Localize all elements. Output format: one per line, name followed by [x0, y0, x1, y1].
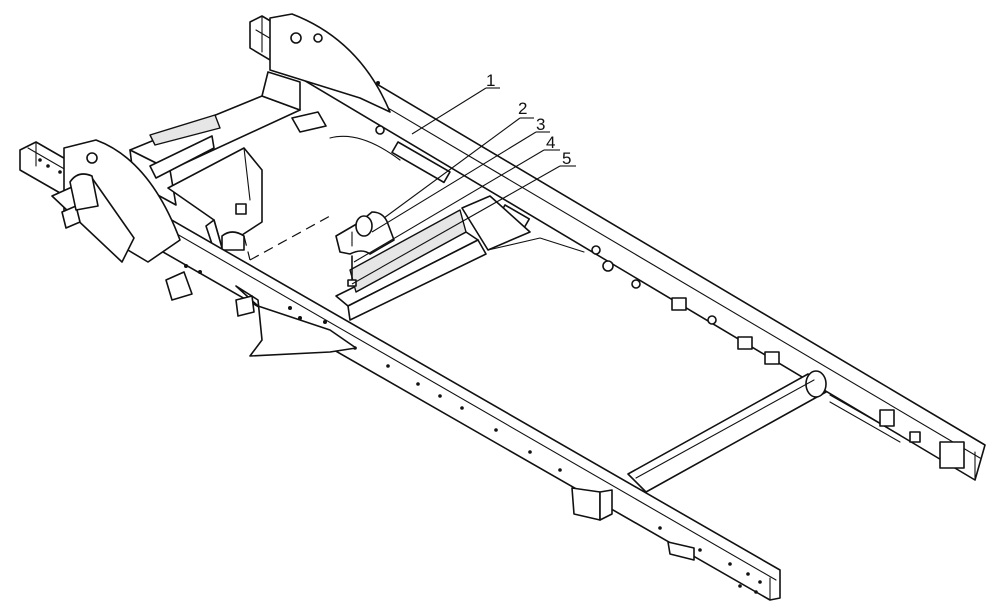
callout-4: 4 — [353, 133, 560, 263]
lower-gusset — [235, 285, 357, 357]
callout-1-label: 1 — [486, 71, 495, 90]
near-rail-brackets — [165, 271, 695, 561]
callout-5: 5 — [351, 149, 576, 285]
callout-3-label: 3 — [536, 115, 545, 134]
callout-3: 3 — [371, 115, 550, 233]
callout-4-label: 4 — [546, 133, 555, 152]
middle-cross-member — [329, 135, 585, 321]
callout-2-label: 2 — [518, 99, 527, 118]
callout-2: 2 — [383, 99, 534, 219]
bearing-support — [335, 211, 395, 255]
callout-1: 1 — [411, 71, 500, 135]
mounting-bolt — [347, 255, 357, 287]
far-spring-bracket — [269, 13, 391, 113]
tube-cross-member — [627, 370, 827, 493]
far-side-rail — [249, 15, 986, 481]
center-bracket — [167, 147, 263, 251]
callout-5-label: 5 — [562, 149, 571, 168]
assembly-guide — [243, 215, 331, 261]
near-spring-bracket — [51, 135, 215, 263]
